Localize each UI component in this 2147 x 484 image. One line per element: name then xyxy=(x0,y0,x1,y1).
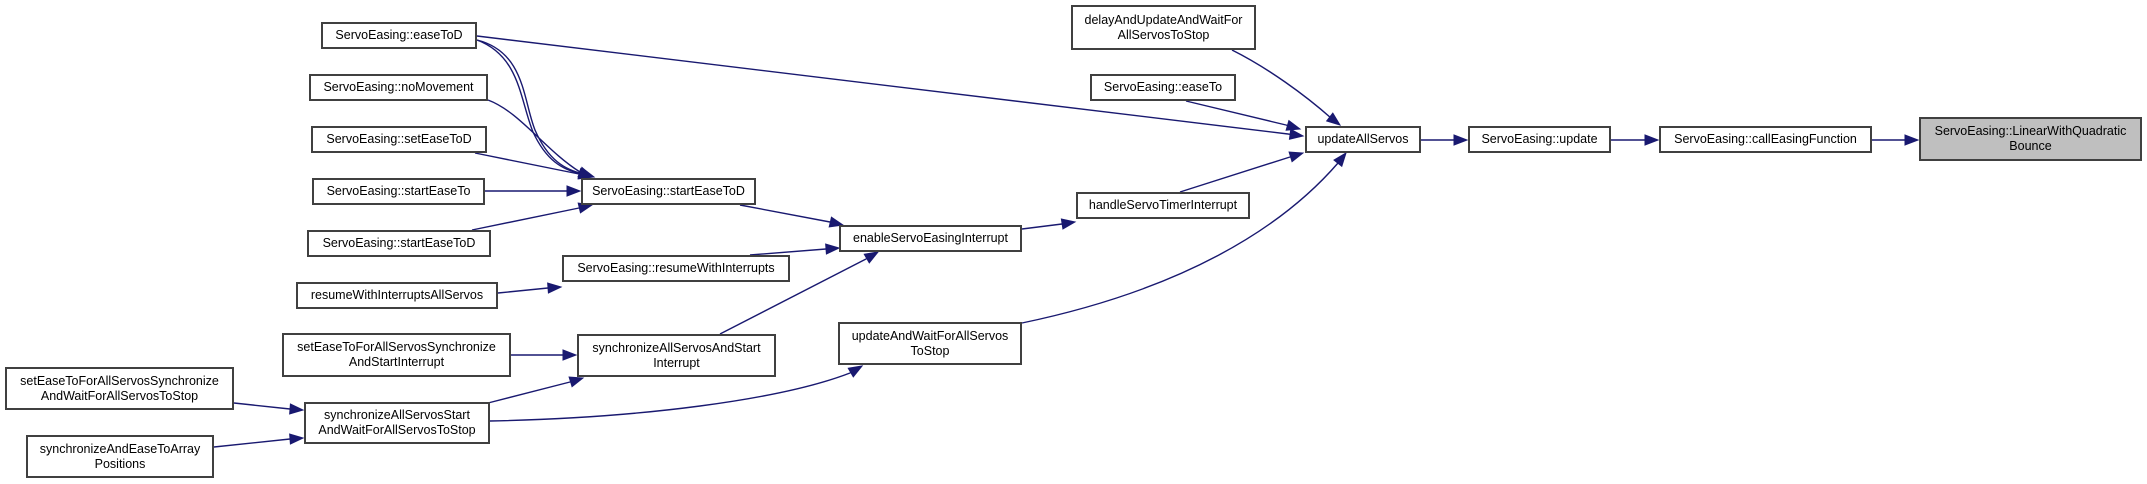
arrowhead-icon xyxy=(1644,134,1660,146)
edge-n6-to-n3 xyxy=(476,35,1289,135)
edge-n7-to-n3 xyxy=(1179,156,1291,193)
edge-n20-to-n18 xyxy=(213,438,291,448)
edge-n19-to-n18 xyxy=(233,402,291,410)
node-delay-and-update-and-wait[interactable]: delayAndUpdateAndWaitFor AllServosToStop xyxy=(1071,5,1256,50)
node-synchronize-and-ease-to-array-positions[interactable]: synchronizeAndEaseToArray Positions xyxy=(26,435,214,478)
node-ease-to[interactable]: ServoEasing::easeTo xyxy=(1090,74,1236,101)
arrowhead-icon xyxy=(289,433,305,445)
arrowhead-icon xyxy=(863,251,880,264)
node-resume-with-interrupts[interactable]: ServoEasing::resumeWithInterrupts xyxy=(562,255,790,282)
edge-n9-to-n8 xyxy=(739,204,831,223)
node-resume-with-interrupts-all-servos[interactable]: resumeWithInterruptsAllServos xyxy=(296,282,498,309)
arrowhead-icon xyxy=(1060,218,1077,230)
arrowhead-icon xyxy=(847,365,864,378)
edge-n14-to-n8 xyxy=(749,248,827,256)
node-set-ease-to-d[interactable]: ServoEasing::setEaseToD xyxy=(311,126,487,153)
edge-n6-to-n9 xyxy=(476,39,583,175)
arrowhead-icon xyxy=(1288,151,1305,163)
node-linear-with-quadratic-bounce: ServoEasing::LinearWithQuadratic Bounce xyxy=(1919,117,2142,161)
edge-n15-to-n14 xyxy=(497,287,549,294)
node-ease-to-d[interactable]: ServoEasing::easeToD xyxy=(321,22,477,49)
arrowhead-icon xyxy=(289,403,305,415)
node-update-all-servos[interactable]: updateAllServos xyxy=(1305,126,1421,153)
edge-n21-to-n3 xyxy=(1021,162,1339,324)
edge-n18-to-n16 xyxy=(487,381,571,404)
edge-n10-to-n9 xyxy=(487,99,581,173)
edge-n8-to-n7 xyxy=(1021,223,1063,230)
arrowhead-icon xyxy=(1333,151,1347,168)
edge-n6-to-n9 xyxy=(476,39,585,175)
node-no-movement[interactable]: ServoEasing::noMovement xyxy=(309,74,488,101)
edge-n16-to-n8 xyxy=(719,258,867,335)
node-update-and-wait-for-all-servos-to-stop[interactable]: updateAndWaitForAllServos ToStop xyxy=(838,322,1022,365)
arrowhead-icon xyxy=(568,376,585,388)
arrowhead-icon xyxy=(547,282,563,294)
arrowhead-icon xyxy=(1288,128,1305,140)
arrowhead-icon xyxy=(825,243,841,255)
node-servo-easing-update[interactable]: ServoEasing::update xyxy=(1468,126,1611,153)
arrowhead-icon xyxy=(1325,112,1342,126)
node-synchronize-all-servos-and-start-interrupt[interactable]: synchronizeAllServosAndStart Interrupt xyxy=(577,334,776,377)
node-start-ease-to-d-main[interactable]: ServoEasing::startEaseToD xyxy=(581,178,756,205)
edge-segment xyxy=(1329,116,1332,119)
arrowhead-icon xyxy=(566,185,582,197)
edge-n4-to-n3 xyxy=(1231,49,1332,119)
node-set-ease-to-for-all-servos-sync-and-start-interrupt[interactable]: setEaseToForAllServosSynchronize AndStar… xyxy=(282,333,511,377)
arrowhead-icon xyxy=(562,349,578,361)
node-call-easing-function[interactable]: ServoEasing::callEasingFunction xyxy=(1659,126,1872,153)
node-start-ease-to[interactable]: ServoEasing::startEaseTo xyxy=(312,178,485,205)
edge-n5-to-n3 xyxy=(1185,100,1287,126)
node-set-ease-to-for-all-servos-sync-and-wait[interactable]: setEaseToForAllServosSynchronize AndWait… xyxy=(5,367,234,410)
edge-n13-to-n9 xyxy=(471,207,580,231)
edge-n11-to-n9 xyxy=(474,152,580,175)
arrowhead-icon xyxy=(1285,119,1302,131)
node-start-ease-to-d-caller[interactable]: ServoEasing::startEaseToD xyxy=(307,230,491,257)
arrowhead-icon xyxy=(1453,134,1469,146)
edge-n18-to-n21 xyxy=(489,372,851,422)
arrowhead-icon xyxy=(1904,134,1920,146)
node-handle-servo-timer-interrupt[interactable]: handleServoTimerInterrupt xyxy=(1076,192,1250,219)
node-synchronize-all-servos-start-and-wait[interactable]: synchronizeAllServosStart AndWaitForAllS… xyxy=(304,402,490,444)
node-enable-servo-easing-interrupt[interactable]: enableServoEasingInterrupt xyxy=(839,225,1022,252)
